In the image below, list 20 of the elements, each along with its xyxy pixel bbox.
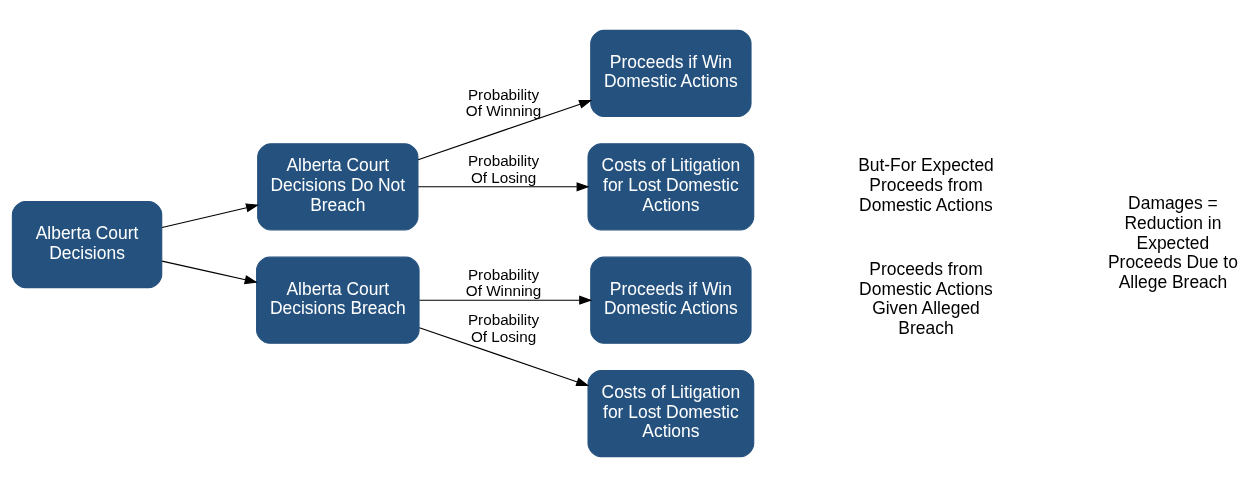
edge-label: Probability Of Winning	[465, 265, 542, 299]
node-box: Alberta Court Decisions Breach	[256, 256, 420, 344]
label: Damages = Reduction in Expected Proceeds Due to Allege Breach	[1107, 192, 1238, 292]
node-box: Costs of Litigation for Lost Domestic Actions	[587, 142, 755, 230]
arrow	[161, 202, 260, 228]
arrow	[417, 181, 590, 191]
arrow	[417, 99, 593, 160]
node-box: Alberta Court Decisions	[11, 200, 163, 288]
arrow	[161, 260, 258, 284]
edge-label: Probability Of Winning	[465, 85, 542, 119]
node-box: Costs of Litigation for Lost Domestic Actions	[587, 369, 755, 457]
arrow	[418, 326, 590, 386]
edge-label: Probability Of Losing	[467, 310, 540, 345]
arrow	[418, 295, 593, 305]
node-box: Proceeds if Win Domestic Actions	[590, 29, 752, 117]
label: But-For Expected Proceeds from Domestic Actions	[858, 154, 994, 215]
node-box: Alberta Court Decisions Do Not Breach	[257, 142, 419, 230]
node-box: Proceeds if Win Domestic Actions	[590, 256, 752, 344]
label: Proceeds from Domestic Actions Given Alleged Breach	[859, 258, 993, 338]
edge-label: Probability Of Losing	[467, 151, 540, 186]
